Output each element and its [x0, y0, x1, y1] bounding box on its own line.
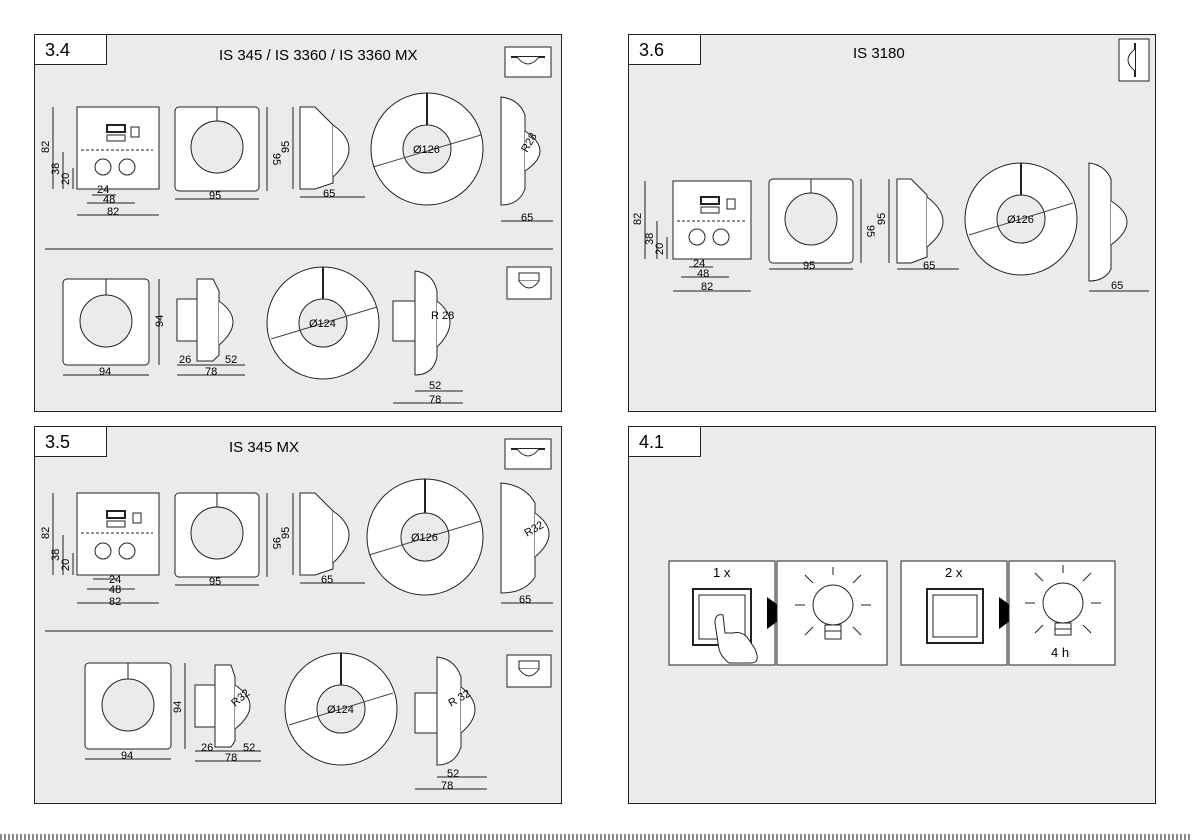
dim-radius-28-flush: R 28 — [431, 310, 454, 322]
dim-95-width: 95 — [209, 576, 221, 588]
dim-65-side: 65 — [323, 188, 335, 200]
flush-front-view-drawing — [85, 663, 185, 759]
dim-82-horizontal: 82 — [107, 206, 119, 218]
dim-95-side: 95 — [280, 527, 292, 539]
dim-20: 20 — [654, 243, 666, 255]
dim-48: 48 — [697, 268, 709, 280]
page-edge-strip — [0, 834, 1192, 840]
dim-94-height: 94 — [172, 701, 184, 713]
dim-82-vertical: 82 — [632, 213, 644, 225]
dim-94-height: 94 — [154, 315, 166, 327]
panel-3-6: 3.6 IS 3180 82 38 20 24 48 82 — [628, 34, 1156, 412]
side-view-drawing — [293, 493, 365, 583]
lightbulb-on-icon — [777, 561, 887, 665]
dim-20: 20 — [60, 173, 72, 185]
panel-3-5-drawing: 82 38 20 24 48 82 95 95 95 65 Ø126 — [35, 427, 563, 805]
dim-94-width: 94 — [121, 750, 133, 762]
dim-65-dome: 65 — [519, 594, 531, 606]
dim-26: 26 — [179, 354, 191, 366]
step-two-label: 2 x — [945, 565, 963, 580]
wall-mount-icon — [1119, 39, 1149, 81]
flush-side-dome-drawing — [393, 271, 463, 403]
dim-82-vertical: 82 — [40, 141, 52, 153]
dim-95-height: 95 — [270, 153, 282, 165]
dim-52-flush: 52 — [447, 768, 459, 780]
dim-48: 48 — [109, 584, 121, 596]
dim-82-horizontal: 82 — [109, 596, 121, 608]
dim-65-side: 65 — [321, 574, 333, 586]
panel-3-5: 3.5 IS 345 MX 82 38 20 24 48 82 — [34, 426, 562, 804]
side-dome-drawing — [1089, 163, 1149, 291]
dim-82-vertical: 82 — [40, 527, 52, 539]
side-dome-drawing — [501, 483, 553, 603]
step-one-label: 1 x — [713, 565, 731, 580]
dim-94-width: 94 — [99, 366, 111, 378]
dim-95-width: 95 — [209, 190, 221, 202]
panel-3-4-drawing: 82 38 20 24 48 82 95 95 95 65 — [35, 35, 563, 413]
dim-78-flush: 78 — [441, 780, 453, 792]
front-view-drawing — [175, 107, 267, 199]
panel-4-1: 4.1 1 x — [628, 426, 1156, 804]
ceiling-mount-icon — [505, 439, 551, 469]
dim-65-dome: 65 — [521, 212, 533, 224]
dim-diameter-124: Ø124 — [327, 704, 354, 716]
dim-65-dome: 65 — [1111, 280, 1123, 292]
base-box-drawing — [53, 493, 159, 603]
dim-diameter-124: Ø124 — [309, 318, 336, 330]
side-view-drawing — [889, 179, 959, 269]
dim-26: 26 — [201, 742, 213, 754]
panel-4-1-drawing: 1 x 2 x — [629, 427, 1157, 805]
dim-diameter-126: Ø126 — [1007, 214, 1034, 226]
dim-52-flush: 52 — [429, 380, 441, 392]
dim-diameter-126: Ø126 — [411, 532, 438, 544]
dim-20: 20 — [60, 559, 72, 571]
dim-78: 78 — [225, 752, 237, 764]
dim-48: 48 — [103, 194, 115, 206]
duration-label: 4 h — [1051, 645, 1069, 660]
dim-52: 52 — [243, 742, 255, 754]
side-view-drawing — [293, 107, 365, 197]
side-dome-drawing — [501, 97, 553, 221]
dim-95-width: 95 — [803, 260, 815, 272]
dim-52: 52 — [225, 354, 237, 366]
dim-95-height: 95 — [864, 225, 876, 237]
front-view-drawing — [175, 493, 267, 585]
flush-mount-icon — [507, 655, 551, 687]
dim-82-horizontal: 82 — [701, 281, 713, 293]
dim-95-side: 95 — [280, 141, 292, 153]
dim-65-side: 65 — [923, 260, 935, 272]
dim-95-side: 95 — [876, 213, 888, 225]
panel-3-4: 3.4 IS 345 / IS 3360 / IS 3360 MX 82 38 … — [34, 34, 562, 412]
dim-78-flush: 78 — [429, 394, 441, 406]
front-view-drawing — [769, 179, 861, 269]
dim-diameter-126: Ø126 — [413, 144, 440, 156]
dim-78: 78 — [205, 366, 217, 378]
flush-mount-icon — [507, 267, 551, 299]
flush-front-view-drawing — [63, 279, 159, 375]
panel-3-6-drawing: 82 38 20 24 48 82 95 95 95 65 Ø126 — [629, 35, 1157, 413]
ceiling-mount-icon — [505, 47, 551, 77]
